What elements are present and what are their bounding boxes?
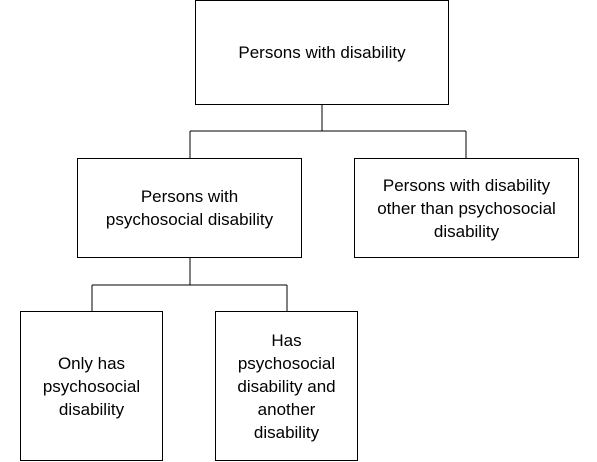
node-label: Persons with disability — [238, 43, 406, 62]
node-persons-with-disability: Persons with disability — [195, 0, 449, 105]
node-label: Persons with disability other than psych… — [377, 175, 556, 241]
node-psychosocial-and-another: Has psychosocial disability and another … — [215, 311, 358, 461]
node-label: Has psychosocial disability and another … — [237, 330, 336, 442]
node-other-disability: Persons with disability other than psych… — [354, 158, 579, 258]
node-psychosocial-disability: Persons with psychosocial disability — [77, 158, 302, 258]
node-label: Persons with psychosocial disability — [105, 187, 274, 229]
node-label: Only has psychosocial disability — [42, 353, 141, 419]
node-only-psychosocial: Only has psychosocial disability — [20, 311, 163, 461]
